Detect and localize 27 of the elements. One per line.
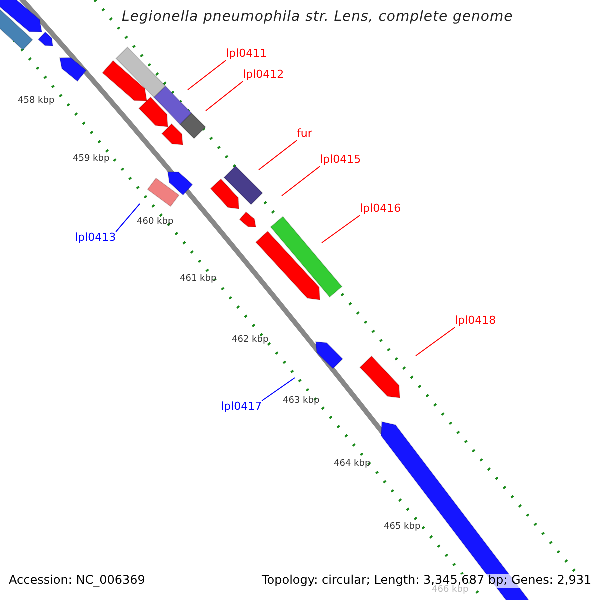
scale-label: 465 kbp	[384, 522, 421, 532]
gene-label: lpl0417	[221, 401, 262, 414]
leader-line	[322, 215, 360, 244]
scale-label: 466 kbp	[432, 585, 469, 596]
gene-label: lpl0418	[455, 315, 496, 328]
scale-label: 463 kbp	[283, 396, 320, 406]
leader-line	[262, 378, 296, 402]
leader-line	[282, 166, 320, 196]
gene-label: lpl0415	[320, 154, 362, 167]
scale-label: 464 kbp	[334, 459, 371, 470]
scale-label: 458 kbp	[18, 96, 55, 106]
diagram-title: Legionella pneumophila str. Lens, complete genome	[122, 9, 514, 26]
gene-label: lpl0412	[243, 69, 284, 82]
gene-label: fur	[297, 128, 312, 141]
scale-label: 460 kbp	[137, 217, 174, 228]
leader-line	[416, 327, 456, 356]
footer-text: Accession: NC_006369	[9, 574, 146, 588]
scale-label: 459 kbp	[73, 154, 110, 164]
gene-label: lpl0416	[360, 203, 402, 216]
leader-line	[116, 204, 140, 232]
leader-line	[188, 60, 226, 90]
scale-label: 461 kbp	[180, 274, 217, 284]
leader-line	[206, 81, 244, 112]
gene-label: lpl0413	[75, 232, 116, 245]
scale-label: 462 kbp	[232, 335, 269, 346]
leader-line	[258, 140, 298, 170]
gene-label: lpl0411	[226, 48, 268, 61]
